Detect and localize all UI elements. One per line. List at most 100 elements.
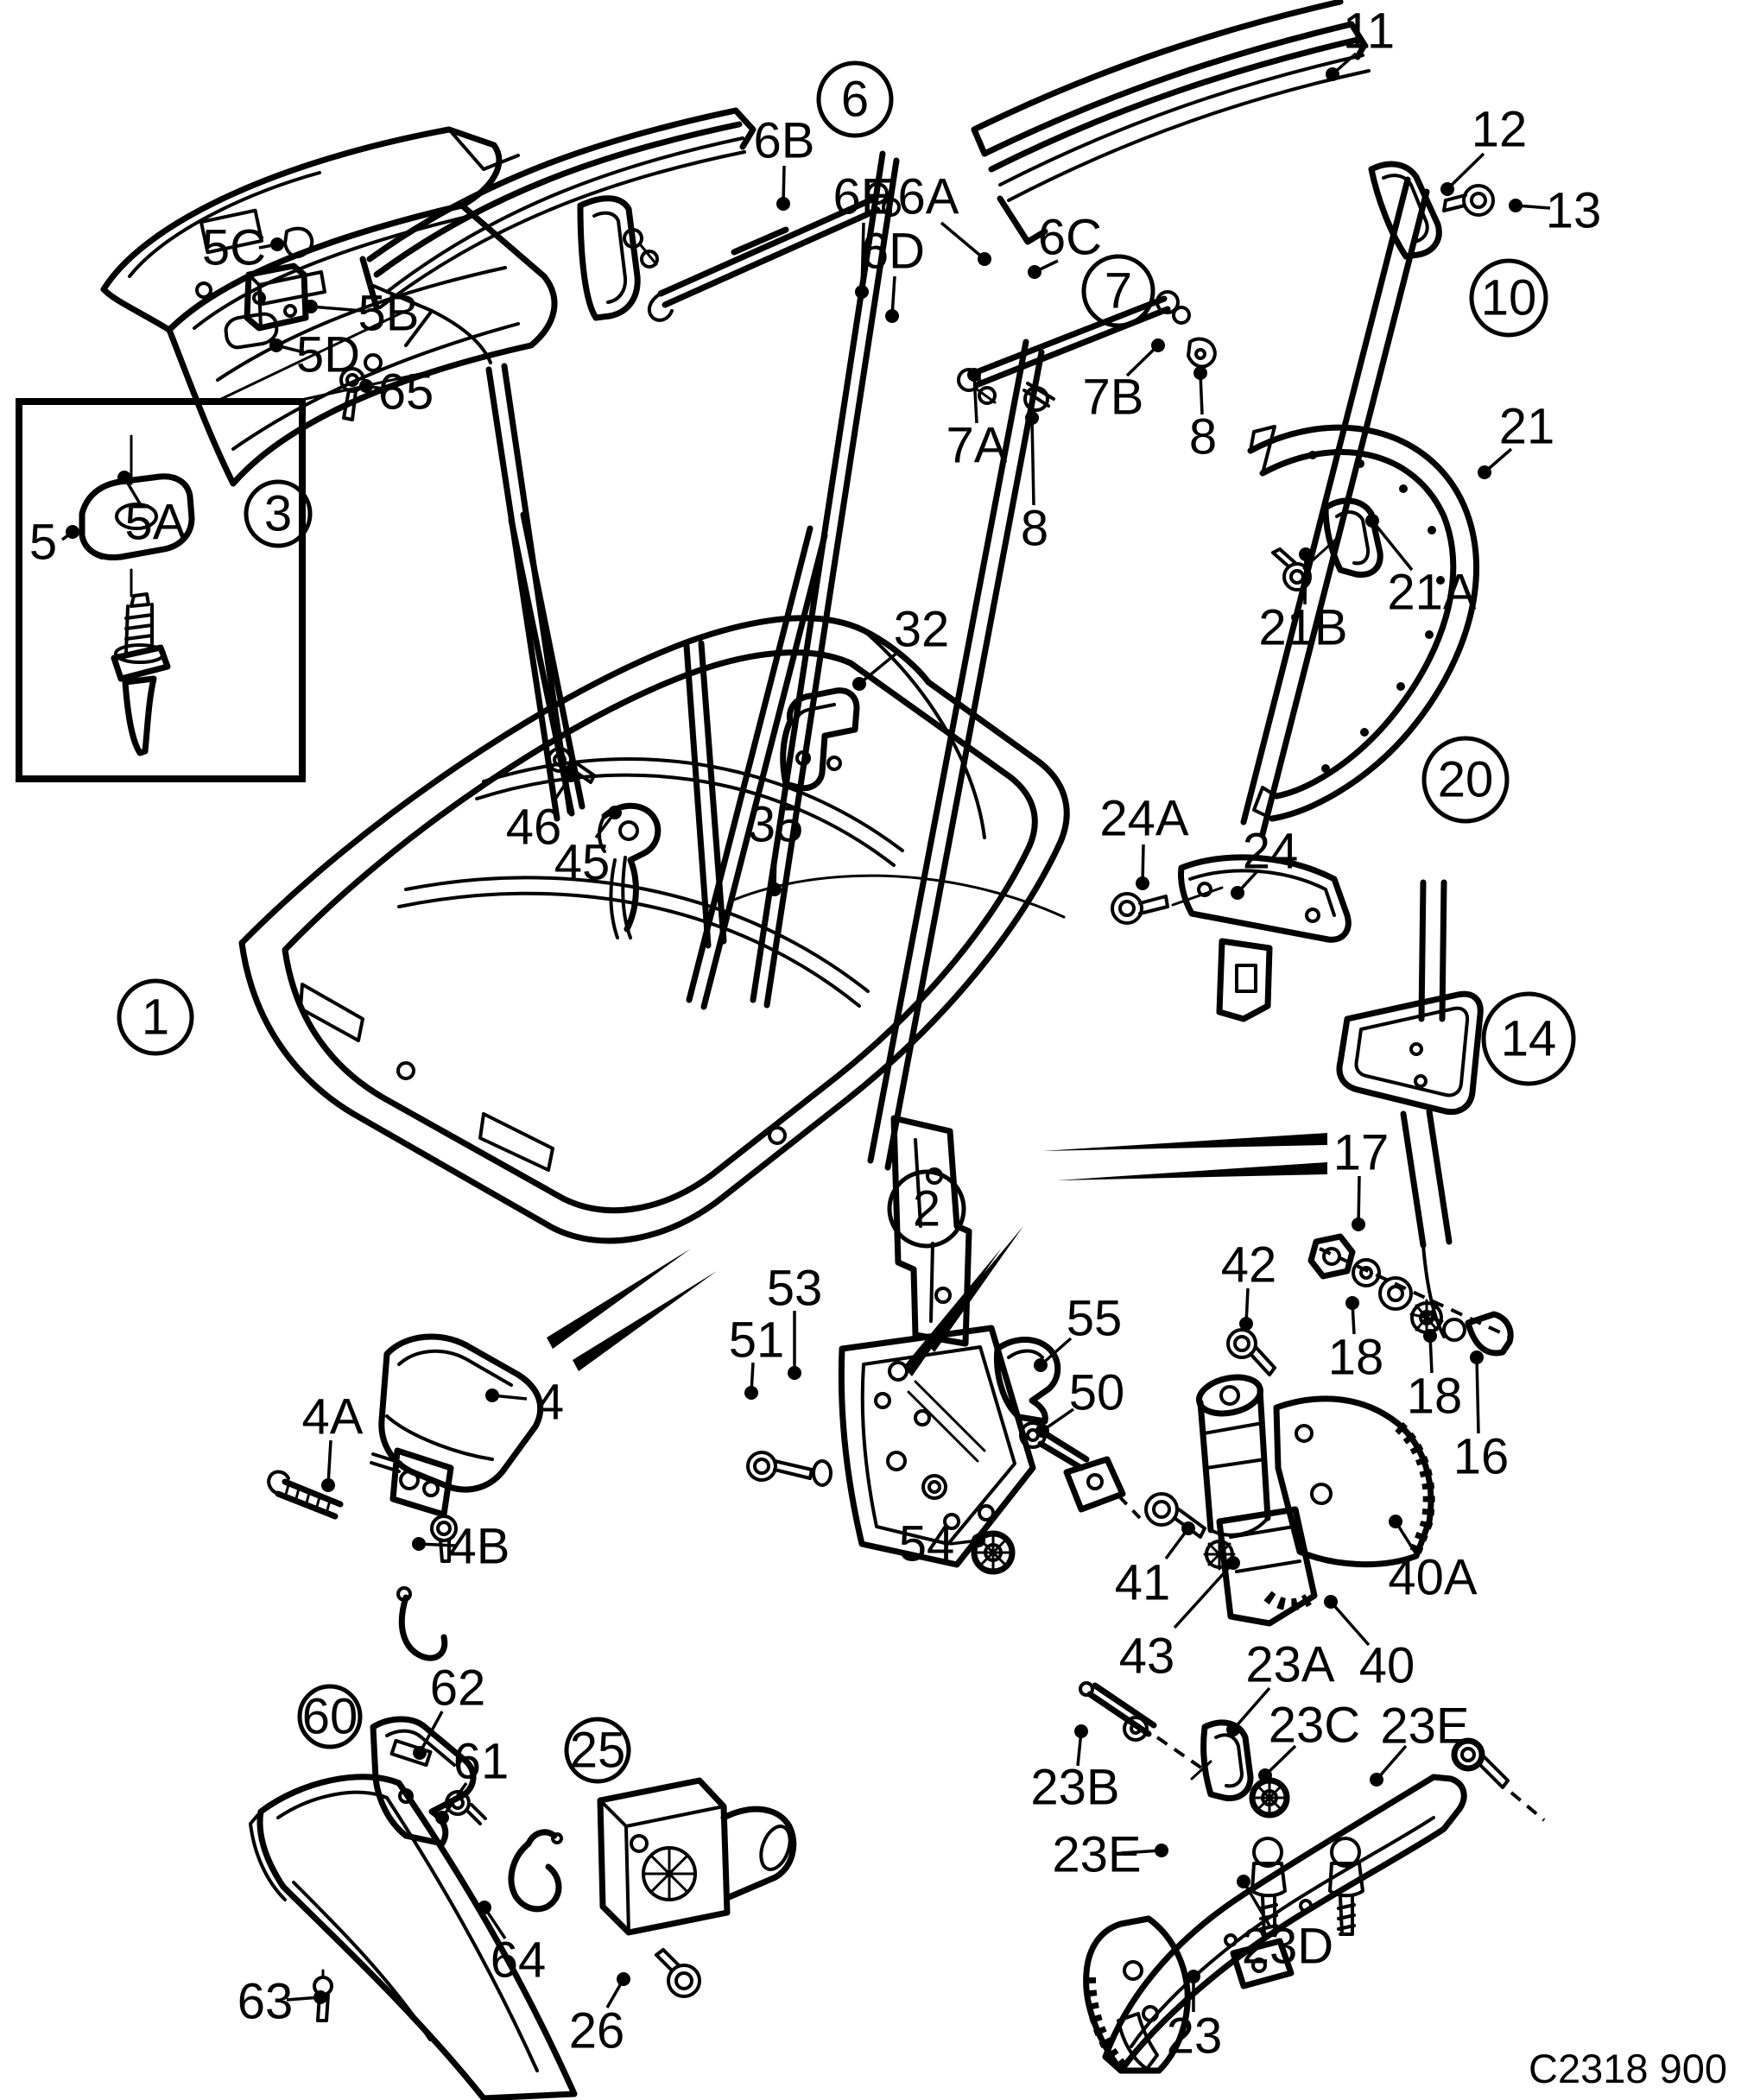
assembly-circle-7 — [1081, 254, 1155, 328]
callout-23A-49: 23A — [1245, 1637, 1335, 1693]
leader-dot-4B-42 — [412, 1537, 426, 1551]
leader-dot-40A-32 — [1389, 1515, 1402, 1528]
leader-dot-24-26 — [1231, 886, 1244, 900]
callout-61-44: 61 — [453, 1734, 510, 1790]
leader-dot-46-22 — [564, 769, 578, 782]
part-23b-pin — [1079, 1681, 1204, 1770]
callout-4B-42: 4B — [449, 1519, 510, 1575]
leader-dot-32-21 — [852, 677, 866, 691]
leader-dot-5A-13 — [117, 471, 131, 484]
assembly-circle-60 — [297, 1684, 363, 1749]
leader-line-8-17 — [1030, 417, 1035, 506]
assembly-circle-14 — [1481, 991, 1576, 1086]
leader-lines-layer — [60, 52, 1551, 2012]
leader-dot-6D-2 — [885, 309, 899, 323]
assembly-circle-label-60: 60 — [302, 1689, 358, 1745]
leader-dot-4A-40 — [321, 1478, 335, 1492]
callout-42-28: 42 — [1221, 1237, 1277, 1294]
leader-line-23D-54 — [1242, 1881, 1271, 1926]
callout-51-33: 51 — [729, 1312, 785, 1369]
leader-dot-6A-3 — [978, 252, 991, 266]
part-53-plate — [838, 1325, 1036, 1568]
part-23e-upper-screw — [1451, 1737, 1546, 1822]
leader-dot-35-24 — [768, 882, 782, 896]
leader-dot-62-43 — [413, 1746, 427, 1760]
assembly-circle-label-3: 3 — [264, 486, 292, 542]
inset-box-5 — [16, 398, 306, 782]
assembly-circle-1 — [117, 978, 194, 1056]
callout-35-24: 35 — [748, 797, 804, 853]
callout-41-38: 41 — [1115, 1555, 1171, 1611]
callout-40A-32: 40A — [1388, 1550, 1478, 1606]
callout-18-29: 18 — [1328, 1330, 1384, 1386]
callout-23-55: 23 — [1167, 2008, 1223, 2065]
callout-26-47: 26 — [569, 2003, 625, 2059]
leader-line-4A-40 — [326, 1439, 332, 1486]
leader-dot-55-35 — [1034, 1358, 1048, 1372]
callout-6D-2: 6D — [861, 224, 925, 280]
leader-dot-53-34 — [788, 1366, 801, 1380]
leader-dot-40-50 — [1324, 1595, 1338, 1609]
inset-link-line-0 — [214, 309, 408, 403]
leader-line-6A-3 — [940, 221, 986, 261]
part-4-latch — [370, 1333, 544, 1518]
callout-23E-53: 23E — [1052, 1827, 1141, 1883]
leader-dot-11-5 — [1326, 67, 1339, 81]
leader-line-7A-14 — [972, 374, 978, 424]
part-23c-washer — [1249, 1777, 1290, 1819]
part-4a-stud — [267, 1470, 344, 1520]
callout-7B-15: 7B — [1083, 370, 1144, 426]
callout-18-30: 18 — [1407, 1369, 1463, 1425]
callout-32-21: 32 — [894, 602, 950, 658]
leader-dot-5C-8 — [270, 237, 284, 251]
part-4b-screw — [430, 1515, 458, 1563]
callout-64-46: 64 — [491, 1932, 547, 1989]
assembly-circle-label-2: 2 — [913, 1181, 940, 1237]
callout-5B-9: 5B — [358, 286, 420, 342]
leader-dot-45-23 — [608, 806, 622, 819]
assembly-circle-label-20: 20 — [1438, 752, 1494, 808]
leader-dot-23E-52 — [1370, 1773, 1383, 1787]
callout-50-36: 50 — [1069, 1365, 1125, 1421]
part-21b-screw — [1271, 547, 1312, 591]
part-24a-screw — [1111, 892, 1169, 925]
callout-21B-20: 21B — [1258, 600, 1347, 656]
part-4-hook — [396, 1586, 448, 1661]
leader-dot-16-31 — [1470, 1350, 1484, 1364]
leader-dot-50-36 — [1035, 1424, 1049, 1438]
callout-21-18: 21 — [1499, 399, 1555, 455]
leader-dot-6E-1 — [855, 285, 869, 299]
leader-dot-17-27 — [1352, 1218, 1365, 1231]
leader-line-16-31 — [1475, 1357, 1480, 1434]
leader-line-23C-51 — [1263, 1744, 1297, 1777]
part-6-rails — [359, 107, 757, 311]
leader-dot-8-17 — [1025, 411, 1039, 425]
assembly-circle-6 — [816, 60, 894, 138]
callout-24A-25: 24A — [1099, 791, 1189, 847]
part-6-links — [577, 182, 901, 322]
part-32-bracket — [780, 687, 860, 792]
callout-55-35: 55 — [1067, 1291, 1123, 1347]
callout-13-7: 13 — [1546, 183, 1602, 239]
leader-dot-23C-51 — [1258, 1768, 1272, 1782]
part-50-link — [1019, 1421, 1142, 1520]
leader-line-62-43 — [418, 1711, 444, 1754]
drawing-code: C2318 900 — [1529, 2046, 1727, 2091]
leader-line-21B-20 — [1303, 553, 1307, 605]
assembly-circle-label-7: 7 — [1105, 263, 1132, 319]
part-24-bracket — [1171, 854, 1352, 1022]
part-12-clip — [1368, 161, 1442, 260]
callout-5C-8: 5C — [202, 220, 266, 276]
leader-dot-54-37 — [972, 1534, 985, 1547]
part-26-screw — [655, 1948, 701, 1998]
callout-45-23: 45 — [554, 835, 611, 891]
callout-23C-51: 23C — [1269, 1698, 1360, 1754]
leader-line-5B-9 — [310, 305, 364, 313]
callout-46-22: 46 — [506, 800, 562, 856]
leader-dot-21B-20 — [1299, 547, 1313, 561]
leader-dot-5-12 — [66, 525, 79, 539]
part-13-screw — [1442, 184, 1495, 217]
part-64-hook-wire — [508, 1829, 563, 1913]
callout-54-37: 54 — [899, 1516, 955, 1572]
